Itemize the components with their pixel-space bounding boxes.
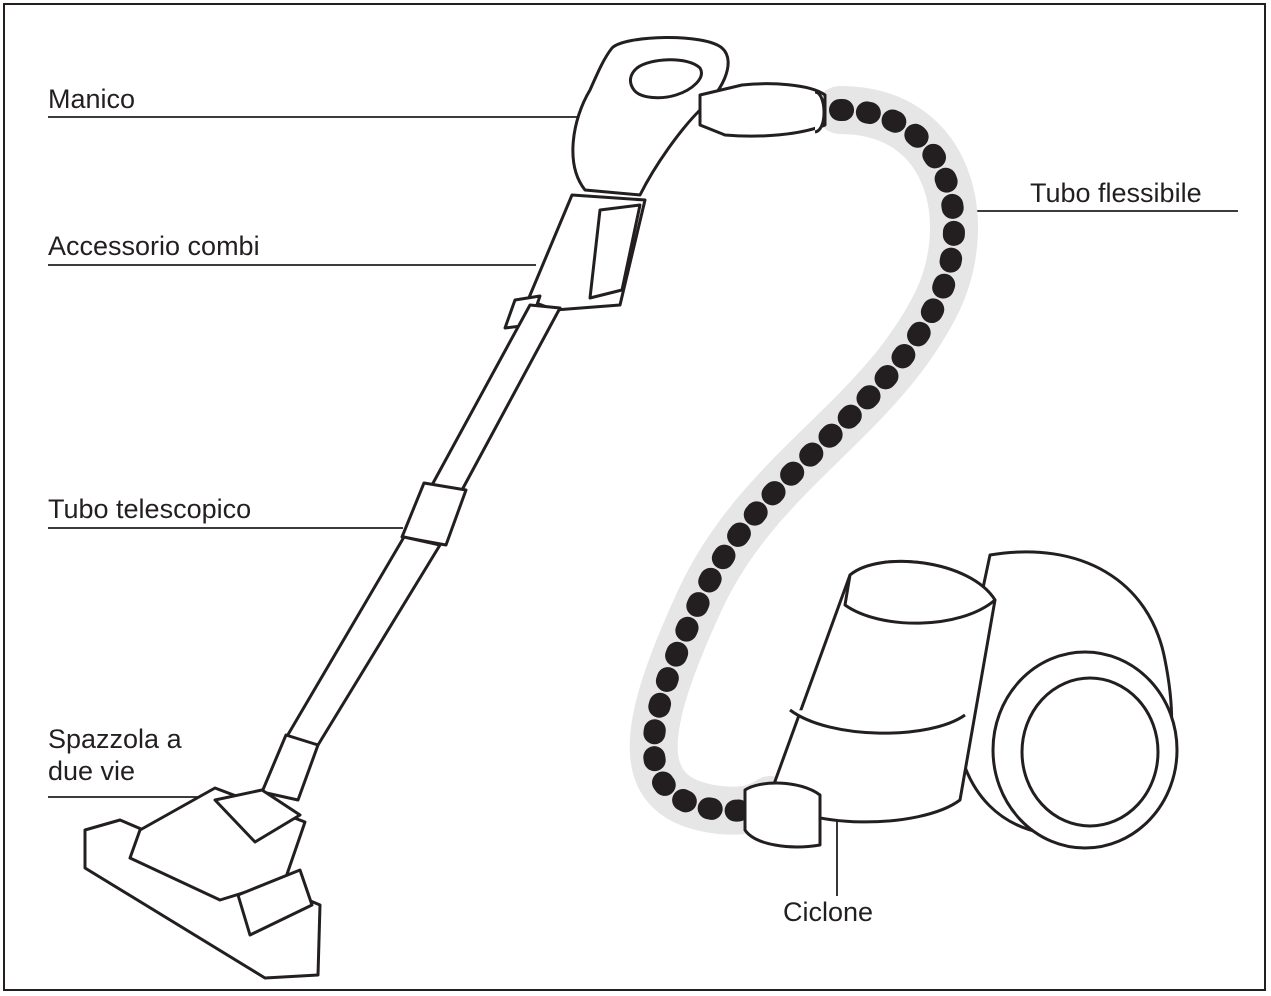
combi-clip (588, 203, 642, 300)
label-telescopic-tube: Tubo telescopico (48, 494, 252, 524)
cyclone-wheel-inner (1020, 676, 1160, 828)
handle (571, 36, 827, 197)
label-two-way-brush: Spazzola a due vie (48, 723, 248, 787)
brush-neck (213, 788, 302, 844)
hose (629, 86, 978, 835)
label-two-way-brush-line1: Spazzola a (48, 724, 182, 754)
combi-accessory (503, 193, 647, 330)
tube-collar (400, 481, 468, 547)
cyclone-band (789, 708, 966, 735)
two-way-brush (83, 786, 322, 980)
tube-upper (430, 303, 562, 492)
cyclone-unit (743, 550, 1179, 850)
label-handle: Manico (48, 84, 136, 114)
handle-ring (814, 90, 826, 134)
tube-lower (284, 535, 442, 747)
tube-joint (260, 733, 320, 802)
cyclone-inlet (743, 781, 822, 849)
label-two-way-brush-line2: due vie (48, 756, 136, 786)
label-cyclone: Ciclone (783, 897, 874, 927)
cyclone-lid (843, 559, 997, 625)
label-combi-accessory: Accessorio combi (48, 231, 260, 261)
handle-neck (698, 82, 827, 138)
telescopic-tube (260, 303, 562, 802)
handle-hole (628, 58, 703, 100)
brush-pedal (236, 868, 314, 937)
label-flexible-hose: Tubo flessibile (1030, 178, 1202, 208)
hose-ribs (642, 99, 965, 822)
